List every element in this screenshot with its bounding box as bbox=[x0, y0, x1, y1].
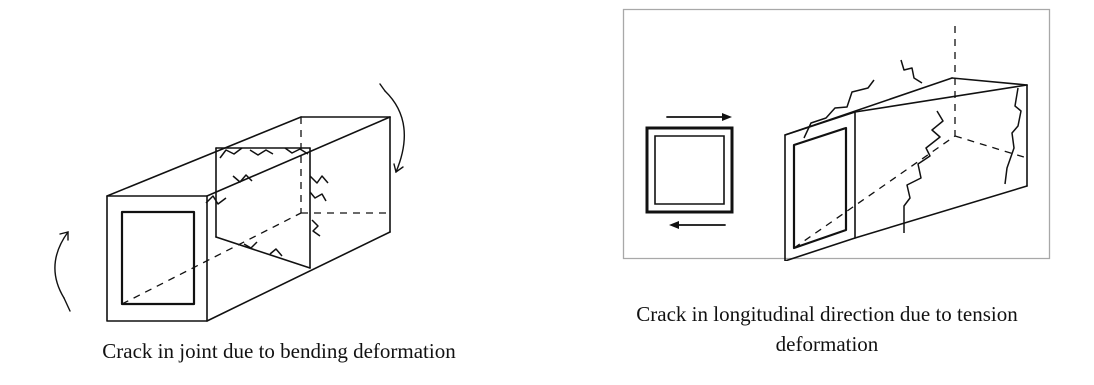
beam-top-edge bbox=[785, 78, 952, 135]
bending-moment-arrow bbox=[385, 91, 404, 172]
arrow-tail bbox=[64, 298, 70, 311]
arrow-head bbox=[669, 221, 679, 229]
crack-mark bbox=[220, 148, 242, 158]
crack-mark bbox=[285, 148, 308, 154]
bending-moment-arrow bbox=[55, 232, 68, 298]
arrow-head bbox=[722, 113, 732, 121]
hidden-edge bbox=[794, 136, 955, 248]
crack-mark bbox=[312, 220, 320, 236]
beam-bottom-edge bbox=[855, 186, 1027, 238]
crack-mark bbox=[250, 150, 273, 155]
beam-front-face bbox=[107, 196, 207, 321]
hidden-edge bbox=[122, 213, 301, 304]
figure-frame bbox=[624, 10, 1050, 259]
arrow-head bbox=[394, 164, 403, 172]
crack-mark bbox=[804, 80, 874, 138]
joint-line bbox=[216, 237, 310, 268]
cross-section-outer bbox=[647, 128, 732, 212]
crack-mark bbox=[233, 175, 252, 182]
bending-deformation-diagram bbox=[30, 80, 450, 330]
arrow-head bbox=[60, 232, 68, 240]
crack-mark bbox=[310, 192, 326, 201]
beam-top-edge bbox=[207, 117, 390, 196]
crack-mark bbox=[901, 60, 922, 83]
beam-hollow-section bbox=[792, 126, 848, 250]
crack-mark bbox=[904, 111, 943, 233]
caption-bending: Crack in joint due to bending deformatio… bbox=[102, 339, 456, 363]
caption-line: deformation bbox=[775, 332, 879, 356]
cross-section-inner bbox=[655, 136, 724, 204]
caption-tension: Crack in longitudinal direction due to t… bbox=[560, 299, 1094, 359]
crack-mark bbox=[206, 196, 226, 204]
tension-deformation-diagram bbox=[622, 8, 1052, 261]
hidden-edge bbox=[955, 136, 1027, 158]
arrow-tail bbox=[380, 84, 385, 91]
crack-mark bbox=[270, 249, 282, 256]
caption-line: Crack in longitudinal direction due to t… bbox=[636, 302, 1018, 326]
beam-hollow-section bbox=[122, 212, 194, 304]
crack-mark bbox=[1005, 88, 1021, 184]
beam-top-edge bbox=[855, 85, 1027, 112]
beam-bottom-edge bbox=[207, 232, 390, 321]
beam-top-edge bbox=[107, 117, 301, 196]
crack-mark bbox=[310, 176, 328, 183]
beam-top-back-edge bbox=[952, 78, 1027, 85]
crack-mark bbox=[244, 242, 257, 248]
